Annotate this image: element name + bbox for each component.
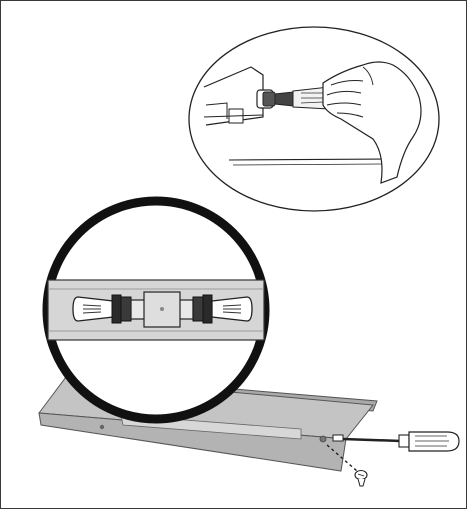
panel-latch <box>332 434 344 442</box>
hand-icon <box>322 61 422 184</box>
bulb-insertion-inset <box>188 26 440 212</box>
screwdriver-icon <box>342 431 460 452</box>
panel-screw-hole-left <box>99 424 105 430</box>
panel-screw-hole-right <box>319 435 327 443</box>
bulb-magnifier <box>42 196 270 424</box>
tube-bulb-icon <box>72 291 253 328</box>
lamp-socket-icon <box>256 89 276 109</box>
screw-removal-guide <box>326 444 368 487</box>
fixture-housing-outline <box>203 66 264 126</box>
screw-icon <box>354 469 368 487</box>
dashed-guide-line <box>326 444 358 472</box>
